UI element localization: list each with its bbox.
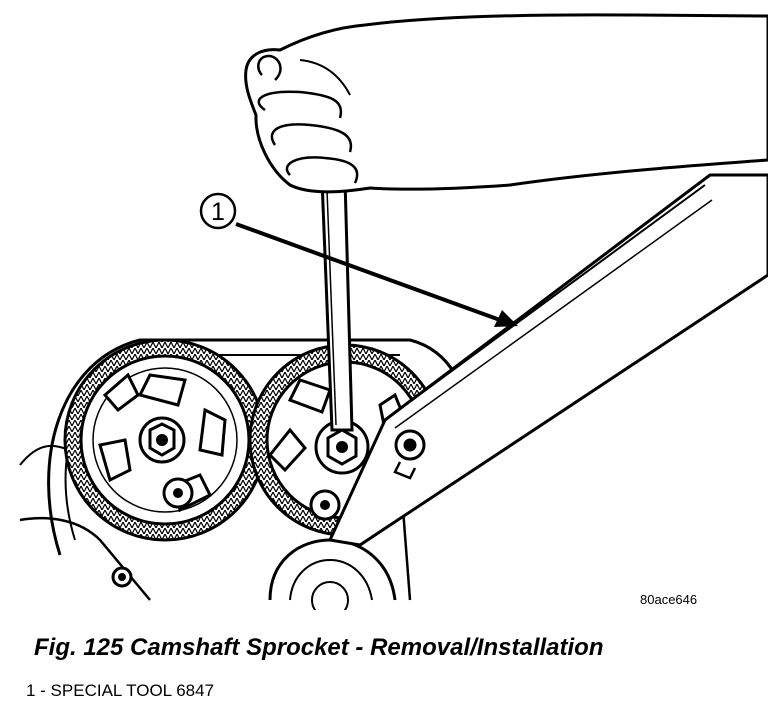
figure-caption: Fig. 125 Camshaft Sprocket - Removal/Ins… [34,634,604,661]
special-tool-6847 [327,173,768,547]
figure-legend: 1 - SPECIAL TOOL 6847 [26,681,215,700]
housing-bolt [111,566,133,588]
callout-circle [199,192,237,230]
callout-1: 1 [199,192,518,327]
callout-leader [235,222,501,322]
left-camshaft-sprocket [63,338,267,542]
callout-number: 1 [211,198,225,226]
figure-reference-code: 80ace646 [640,592,698,607]
camshaft-sprocket-illustration: 1 [19,13,768,610]
callout-arrowhead [494,310,518,327]
hand [244,13,768,194]
lower-pulley [268,538,397,610]
